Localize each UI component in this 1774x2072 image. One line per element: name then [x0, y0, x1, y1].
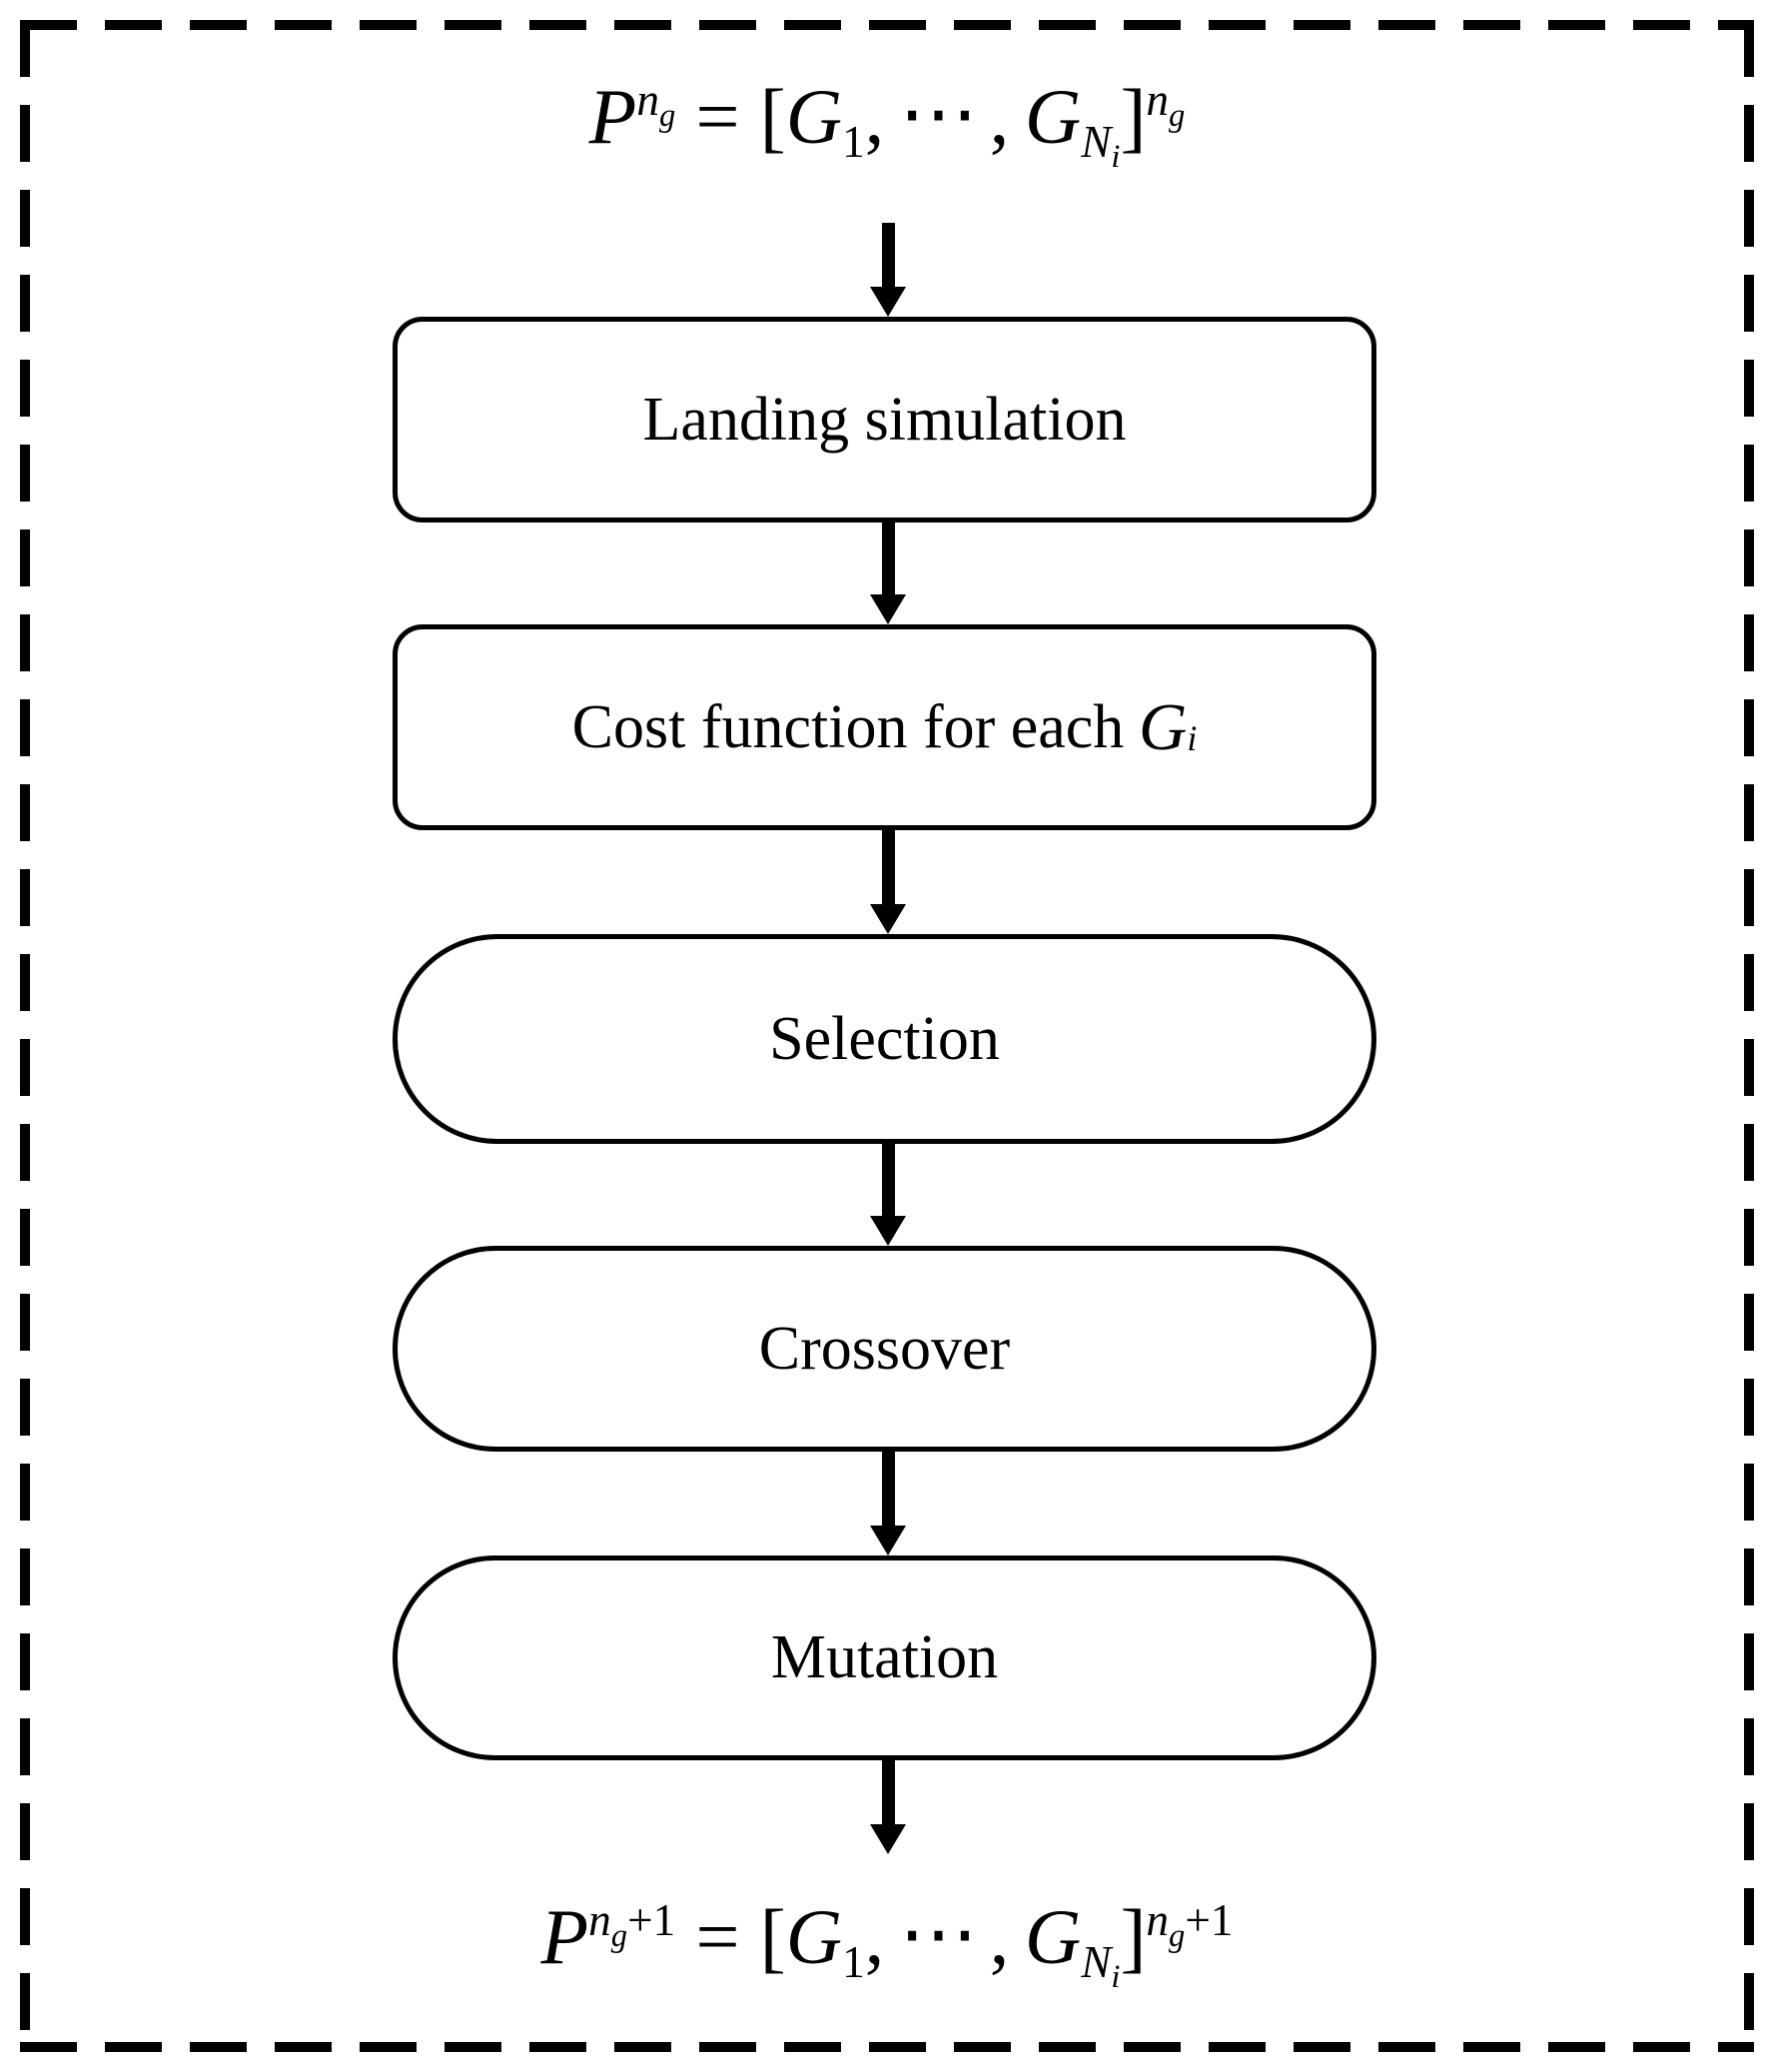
arrow-shaft: [881, 830, 895, 904]
node-crossover: Crossover: [393, 1246, 1376, 1452]
node-label: Selection: [769, 1004, 1000, 1073]
arrow-down-icon: [870, 1144, 906, 1246]
initial-population-formula: Png=[G1,···,GNi]ng: [588, 72, 1186, 176]
arrow-down-icon: [870, 1760, 906, 1854]
population-symbol: P: [540, 1893, 589, 1980]
right-bracket: ]: [1120, 1893, 1147, 1980]
arrow-head: [870, 1216, 906, 1246]
population-symbol: P: [588, 73, 637, 160]
dashed-border-left: [20, 20, 30, 2052]
generation-superscript: ng: [636, 74, 676, 134]
arrow-shaft: [881, 1760, 895, 1824]
node-mutation: Mutation: [393, 1555, 1376, 1760]
node-label: Mutation: [770, 1623, 999, 1691]
genome-subscript: i: [1187, 717, 1198, 758]
arrow-head: [870, 1526, 906, 1555]
node-selection: Selection: [393, 934, 1376, 1144]
genome-symbol: G: [1024, 73, 1082, 160]
node-label: Landing simulation: [642, 385, 1127, 454]
dashed-border: [20, 20, 1754, 2052]
arrow-head: [870, 287, 906, 317]
node-label: Crossover: [758, 1314, 1011, 1383]
arrow-down-icon: [870, 522, 906, 624]
dashed-border-top: [20, 20, 1754, 30]
generation-superscript: ng+1: [1146, 1894, 1234, 1954]
arrow-down-icon: [870, 830, 906, 934]
right-bracket: ]: [1120, 73, 1147, 160]
ellipsis: ···: [899, 1892, 979, 1982]
left-bracket: [: [759, 1893, 786, 1980]
genome-symbol: G: [785, 73, 843, 160]
arrow-head: [870, 904, 906, 934]
ellipsis: ···: [899, 72, 979, 162]
genome-symbol: G: [1024, 1893, 1082, 1980]
arrow-head: [870, 594, 906, 624]
generation-superscript: ng+1: [588, 1894, 676, 1954]
node-landing-simulation: Landing simulation: [393, 317, 1376, 522]
arrow-shaft: [881, 1452, 895, 1526]
genome-symbol: G: [785, 1893, 843, 1980]
arrow-shaft: [881, 1144, 895, 1216]
left-bracket: [: [759, 73, 786, 160]
equals-sign: =: [695, 1893, 740, 1980]
arrow-shaft: [881, 522, 895, 594]
arrow-down-icon: [870, 1452, 906, 1555]
equals-sign: =: [695, 73, 740, 160]
generation-superscript: ng: [1146, 74, 1186, 134]
next-population-formula: Png+1=[G1,···,GNi]ng+1: [540, 1892, 1234, 1996]
dashed-border-right: [1744, 20, 1754, 2052]
arrow-shaft: [881, 223, 895, 287]
arrow-head: [870, 1824, 906, 1854]
node-label: Cost function for each: [571, 692, 1125, 761]
dashed-border-bottom: [20, 2042, 1754, 2052]
genome-symbol: G: [1139, 689, 1188, 764]
arrow-down-icon: [870, 223, 906, 317]
